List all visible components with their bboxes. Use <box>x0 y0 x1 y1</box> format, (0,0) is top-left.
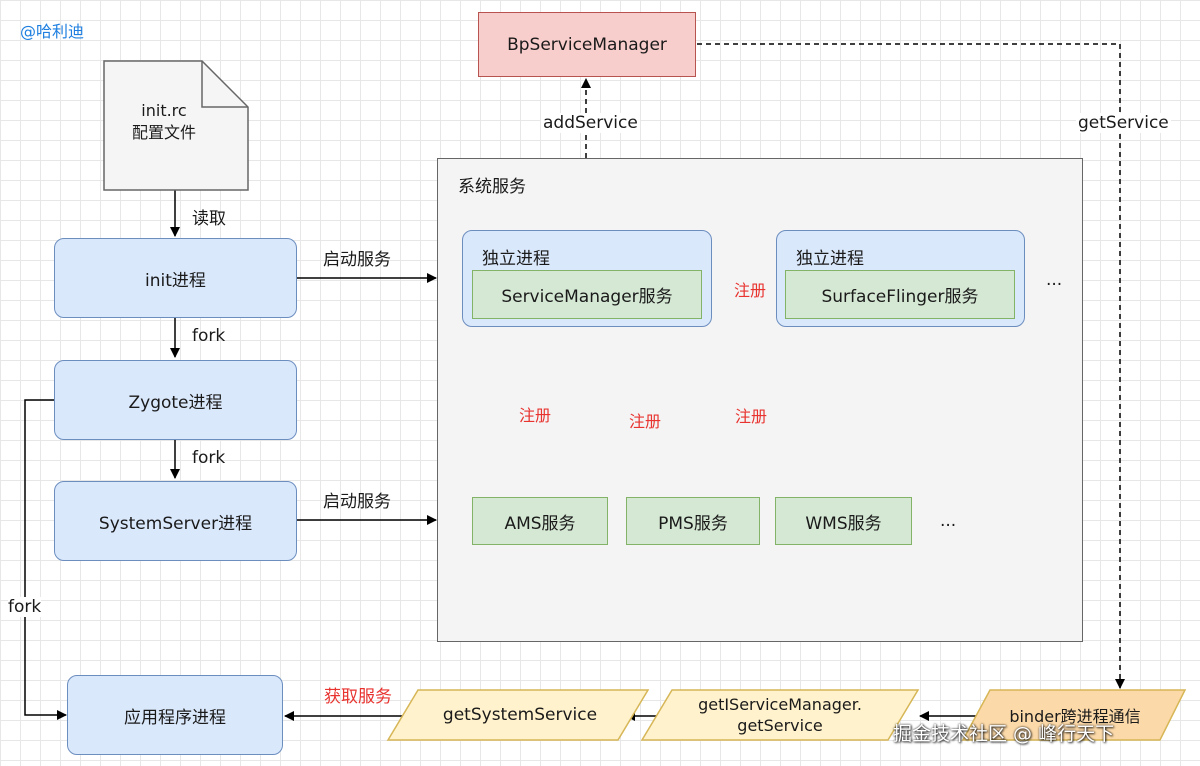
binder-ipc-node[interactable]: binder跨进程通信 <box>1009 707 1141 726</box>
doc-line-2: 配置文件 <box>131 123 196 142</box>
get-system-service-shape <box>386 689 650 741</box>
process-2-title: 独立进程 <box>796 249 864 269</box>
ellipsis-top: ... <box>1046 270 1063 290</box>
init-process-box[interactable]: init进程 <box>54 238 297 318</box>
add-service-label: addService <box>541 113 640 133</box>
fork-label-3: fork <box>8 597 42 617</box>
ellipsis-bottom: ... <box>940 511 957 531</box>
fork-label-1: fork <box>192 326 226 346</box>
start-service-label-2: 启动服务 <box>323 492 391 512</box>
fork-label-2: fork <box>192 448 226 468</box>
start-service-label-1: 启动服务 <box>323 250 391 270</box>
site-watermark: 掘金技术社区 @ 峰行天下 <box>893 723 1115 745</box>
author-watermark: @哈利迪 <box>20 22 85 41</box>
init-rc-doc: init.rc 配置文件 <box>104 100 224 144</box>
register-label-pms: 注册 <box>628 408 663 432</box>
edge-get-service <box>697 43 1125 689</box>
read-label: 读取 <box>192 209 226 229</box>
get-service-red-label: 获取服务 <box>324 687 392 707</box>
doc-line-1: init.rc <box>141 101 187 120</box>
bp-service-manager-box[interactable]: BpServiceManager <box>478 12 696 77</box>
get-iservicemanager-shape <box>640 689 920 741</box>
wms-service-box[interactable]: WMS服务 <box>775 497 912 545</box>
service-manager-box[interactable]: ServiceManager服务 <box>472 270 702 319</box>
register-label-sf: 注册 <box>733 277 768 301</box>
app-process-box[interactable]: 应用程序进程 <box>67 675 283 755</box>
pms-service-box[interactable]: PMS服务 <box>626 497 760 545</box>
binder-shape <box>961 689 1187 741</box>
edge-fork-3 <box>24 399 67 720</box>
zygote-process-box[interactable]: Zygote进程 <box>54 360 297 440</box>
process-1-title: 独立进程 <box>482 249 550 269</box>
system-services-title: 系统服务 <box>458 177 526 197</box>
register-label-wms: 注册 <box>734 403 769 427</box>
register-label-ams: 注册 <box>518 402 553 426</box>
get-service-label: getService <box>1076 113 1171 133</box>
ams-service-box[interactable]: AMS服务 <box>472 497 608 545</box>
get-ism-line-2: getService <box>737 716 823 735</box>
init-rc-doc-shape <box>103 60 249 191</box>
systemserver-process-box[interactable]: SystemServer进程 <box>54 481 297 561</box>
get-system-service-node[interactable]: getSystemService <box>442 705 598 725</box>
get-iservicemanager-node[interactable]: getIServiceManager. getService <box>660 690 900 740</box>
surfaceflinger-box[interactable]: SurfaceFlinger服务 <box>785 270 1015 319</box>
get-ism-line-1: getIServiceManager. <box>698 695 862 714</box>
